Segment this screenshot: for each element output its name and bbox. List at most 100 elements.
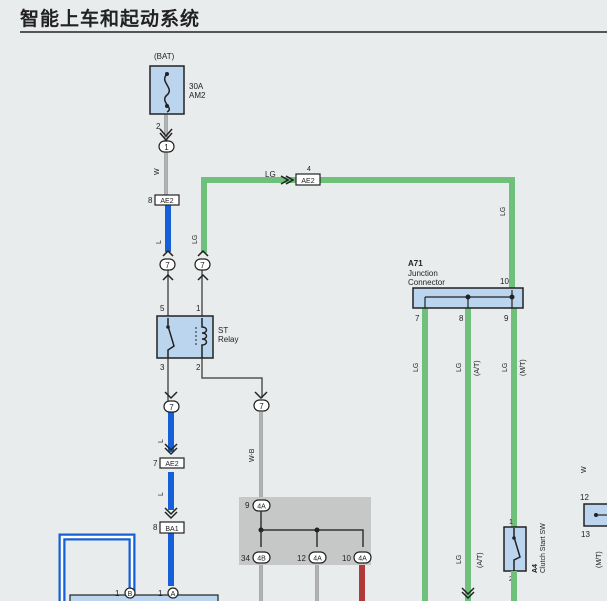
pin-2-top: 2 [156,122,161,131]
arrow-down-chevron-5-icon [461,587,475,600]
relay-pin-5: 5 [160,304,165,313]
connector-b [124,587,136,599]
oval-connector-7-lower-left-label: 7 [169,403,174,412]
pin-13: 13 [581,530,590,539]
relay-pin-1: 1 [196,304,201,313]
pin-9-4a: 9 [245,501,250,510]
arrow-right-chevron-icon [280,175,295,185]
arrow-down-chevron-4-icon [164,507,178,520]
arrow-chevron-icon [159,128,173,142]
relay-switch-contact [166,325,170,329]
a71-pin7: 7 [415,314,420,323]
fuse-amp: 30A [189,82,204,91]
oval-connector-4b-label: 4B [257,556,266,563]
connector-ae2-lower-label: AE2 [165,461,178,468]
wire-harness-left-inner [60,535,134,601]
a71-pin10: 10 [500,277,509,286]
connector-ae2 [154,194,180,206]
fuse-terminal-top [165,72,169,76]
a71-line2: Connector [408,278,445,287]
pin-12: 12 [297,554,306,563]
a71-pin8: 8 [459,314,464,323]
wire-l-label-2: L [158,439,165,443]
a71-line1: Junction [408,269,438,278]
right-component-dot [594,513,598,517]
a71-dot-8 [465,294,471,300]
connector-ae2-label: AE2 [160,198,173,205]
wire-at-a: (A/T) [474,360,481,376]
wire-mt-a: (M/T) [520,359,527,376]
oval-connector-7-lower-right [253,399,270,412]
pin-1-b: 1 [115,589,120,598]
a4-name: Clutch Start SW [540,523,547,573]
a71-pin9: 9 [504,314,509,323]
wire-lg-loop [201,177,515,292]
arrow-up-chevron-left-2-icon [162,273,174,281]
connector-a-label: A [171,591,176,598]
arrow-down-chevron-1-icon [164,391,178,400]
wire-w-right: W [581,466,588,473]
wire-lg-right-label: LG [500,207,507,216]
connector-ae2-lower [159,457,185,469]
connector-b-label: B [128,591,133,598]
oval-connector-1 [158,140,175,153]
fuse-name: AM2 [189,91,206,100]
a71-code: A71 [408,259,423,268]
connector-ba1 [159,521,185,534]
oval-connector-7-left-label: 7 [165,261,170,270]
fuse-element-icon [164,73,170,113]
oval-connector-7-lower-right-label: 7 [259,402,264,411]
pin-4-top: 4 [307,166,311,173]
connector-ae2-top-label: AE2 [301,178,314,185]
wire-lg-a: LG [413,363,420,372]
arrow-up-chevron-left-icon [162,249,174,257]
wire-harness-left [58,533,136,601]
relay-st: ST [218,326,228,335]
oval-connector-4a-right-label: 4A [358,556,367,563]
oval-connector-1-label: 1 [164,143,169,152]
pin-8-ba1: 8 [153,523,158,532]
clutch-switch-icon [513,528,521,571]
oval-connector-7-lower-left [163,400,180,413]
arrow-down-chevron-2-icon [254,391,268,400]
wire-l-label-1: L [156,240,163,244]
oval-connector-7-right [194,258,211,271]
wire-w-label: W [154,168,161,175]
oval-connector-4a-top-label: 4A [257,504,266,511]
a4-code: A4 [532,564,539,573]
page-title: 智能上车和起动系统 [20,8,201,30]
oval-connector-7-left [159,258,176,271]
relay-switch-icon [167,318,175,358]
wire-lg-b: LG [456,363,463,372]
pin-1-a: 1 [158,589,163,598]
ecu-box-top [69,594,219,601]
junction-dot-2 [314,527,320,533]
wire-at-b: (A/T) [477,552,484,568]
wire-mt-right: (M/T) [596,551,603,568]
wire-lg-d: LG [456,555,463,564]
pin-10: 10 [342,554,351,563]
wire-lg-top-label: LG [265,170,276,179]
wire-thin-relay-right-bot [201,358,263,398]
bat-label: (BAT) [154,52,175,61]
relay-pin-2: 2 [196,363,201,372]
clutch-switch-contact [512,536,516,540]
arrow-up-chevron-right-icon [197,249,209,257]
st-relay [156,315,214,359]
relay-coil-icon [201,318,208,358]
relay-word: Relay [218,335,238,344]
pin-34: 34 [241,554,250,563]
a4-pin1: 1 [509,519,513,526]
relay-pin-3: 3 [160,363,165,372]
fuse-terminal-bottom [165,104,169,108]
wire-l-label-3: L [158,492,165,496]
wire-lg-c: LG [502,363,509,372]
oval-connector-4a-mid [308,551,327,564]
title-rule [20,31,607,33]
oval-connector-4a-right [353,551,372,564]
pin-7-ae2: 7 [153,459,158,468]
wire-wb-label: W-B [249,448,256,462]
junction-bus [260,511,364,547]
